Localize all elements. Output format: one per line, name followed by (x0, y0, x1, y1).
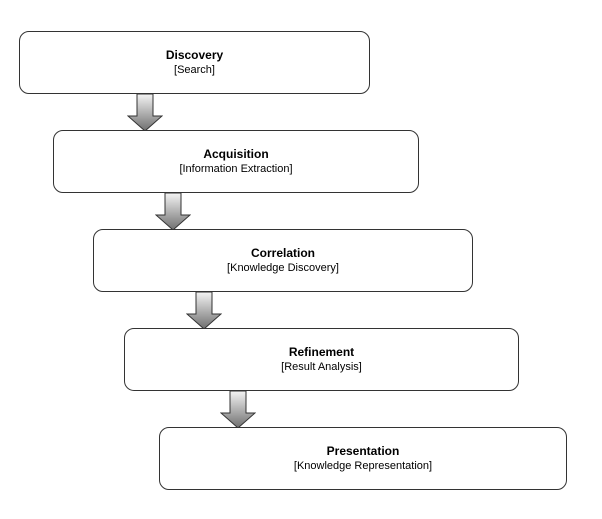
stage-box-acquisition: Acquisition [Information Extraction] (53, 130, 419, 193)
stage-subtitle: [Knowledge Discovery] (227, 262, 339, 274)
stage-subtitle: [Knowledge Representation] (293, 460, 433, 472)
stage-subtitle: [Information Extraction] (179, 163, 293, 175)
stage-title: Refinement (288, 345, 355, 359)
stage-title: Presentation (326, 444, 400, 458)
stage-box-discovery: Discovery [Search] (19, 31, 370, 94)
stage-title: Correlation (250, 246, 315, 260)
down-arrow-icon (186, 292, 222, 330)
stage-subtitle: [Search] (174, 64, 215, 76)
down-arrow-icon (127, 94, 163, 132)
stage-title: Discovery (165, 48, 224, 62)
stage-box-refinement: Refinement [Result Analysis] (124, 328, 519, 391)
stage-box-correlation: Correlation [Knowledge Discovery] (93, 229, 473, 292)
stage-title: Acquisition (203, 147, 269, 161)
down-arrow-icon (220, 391, 256, 429)
stage-subtitle: [Result Analysis] (281, 361, 362, 373)
stage-box-presentation: Presentation [Knowledge Representation] (159, 427, 567, 490)
down-arrow-icon (155, 193, 191, 231)
